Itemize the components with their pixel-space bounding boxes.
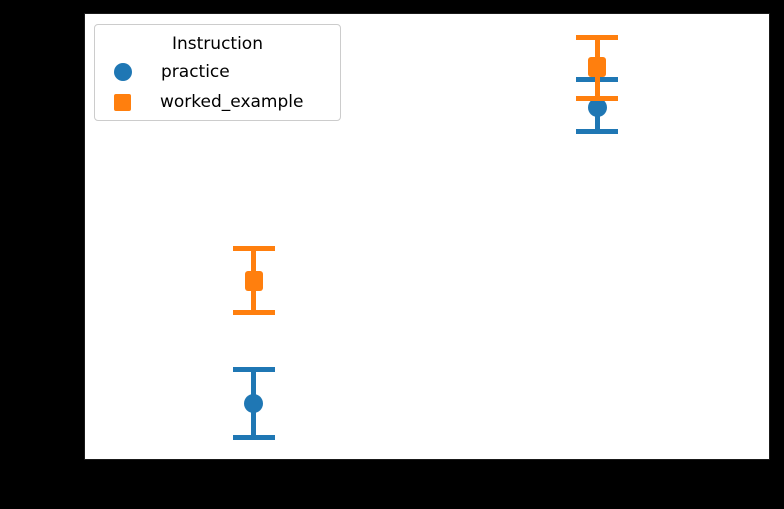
legend-item-worked-example: worked_example: [114, 87, 330, 117]
errorbar-worked_example-1-marker-square-icon: [588, 56, 607, 77]
errorbar-practice-0-cap-bottom: [232, 434, 275, 440]
errorbar-practice-1-marker-circle-icon: [587, 98, 607, 118]
errorbar-practice-1-cap-bottom: [576, 129, 619, 135]
legend: Instruction practice worked_example: [94, 24, 341, 121]
legend-item-practice: practice: [114, 57, 330, 87]
errorbar-worked_example-0-marker-square-icon: [244, 271, 263, 291]
errorbar-practice-0-marker-circle-icon: [244, 394, 264, 414]
plot-area: Instruction practice worked_example: [85, 14, 769, 459]
square-icon: [114, 93, 131, 111]
errorbar-practice-0-cap-top: [232, 366, 275, 372]
errorbar-worked_example-1-cap-bottom: [576, 96, 619, 102]
circle-icon: [114, 63, 132, 81]
legend-label-practice: practice: [161, 62, 230, 82]
errorbar-worked_example-1-cap-top: [576, 34, 619, 40]
errorbar-worked_example-0-cap-top: [232, 246, 275, 252]
legend-title: Instruction: [172, 34, 263, 54]
errorbar-worked_example-0-cap-bottom: [232, 309, 275, 315]
legend-label-worked-example: worked_example: [160, 92, 304, 112]
